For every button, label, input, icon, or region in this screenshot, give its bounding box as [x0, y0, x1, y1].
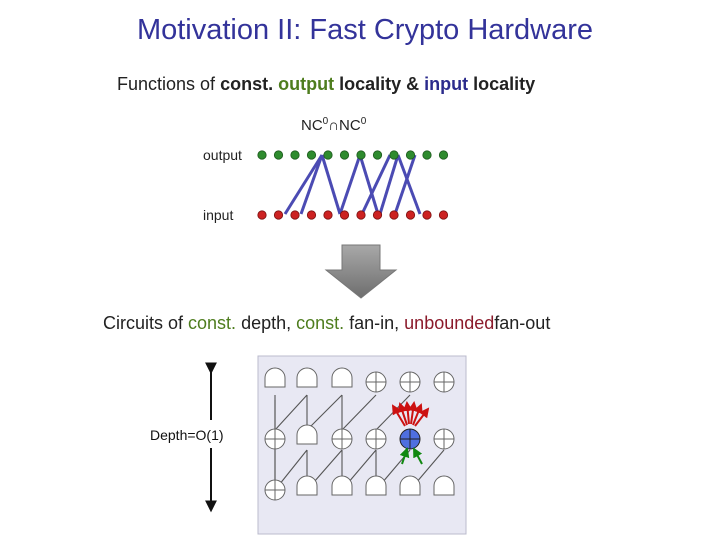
subtitle-amp: & — [406, 74, 420, 94]
edge — [283, 154, 324, 215]
output-label: output — [203, 147, 242, 163]
input-node — [356, 210, 366, 220]
circuit-wire — [341, 394, 377, 431]
fanout-arrow — [414, 407, 430, 427]
input-node — [290, 210, 300, 220]
output-node — [389, 150, 399, 160]
circuit-caption: Circuits of const. depth, const. fan-in,… — [103, 313, 550, 334]
and-gate-icon — [365, 475, 387, 496]
circuit-panel — [257, 355, 467, 535]
subtitle-locality-2: locality — [473, 74, 536, 94]
circuit-gates — [264, 367, 455, 501]
input-nodes — [257, 210, 449, 220]
input-node — [339, 210, 350, 220]
output-node — [273, 150, 284, 160]
slide-title: Motivation II: Fast Crypto Hardware — [136, 14, 594, 46]
caption-unbounded: unbounded — [404, 313, 495, 333]
edge — [393, 154, 417, 215]
fan-in-arrows — [399, 447, 423, 465]
xor-gate-icon — [331, 428, 353, 450]
nc-sup-2: 0 — [360, 116, 367, 127]
intersection-symbol: ∩ — [328, 117, 340, 134]
input-node — [422, 210, 432, 220]
circuit-wire — [306, 394, 343, 431]
input-node — [257, 210, 267, 220]
output-node — [372, 150, 383, 160]
fanin-arrow — [413, 447, 423, 465]
edge — [396, 154, 422, 215]
edge — [360, 154, 392, 215]
fanin-arrow — [399, 447, 410, 465]
and-gate-icon — [264, 367, 286, 388]
edge — [378, 154, 400, 215]
and-gate-icon — [331, 475, 353, 496]
and-gate-icon — [296, 367, 318, 388]
output-node — [438, 150, 449, 160]
depth-label: Depth=O(1) — [150, 427, 224, 443]
subtitle-prefix: Functions of — [117, 74, 221, 94]
fanout-arrow — [391, 404, 406, 427]
caption-const-1: const. — [188, 313, 237, 333]
edge — [320, 154, 342, 215]
output-nodes — [257, 150, 449, 160]
and-gate-icon — [433, 475, 455, 496]
subtitle-output: output — [278, 74, 335, 94]
and-gate-icon — [296, 475, 318, 496]
output-node — [422, 150, 432, 160]
input-node — [372, 210, 383, 220]
output-node — [323, 150, 333, 160]
circuit-wire — [274, 394, 308, 431]
input-label: input — [203, 207, 234, 223]
nc-text: NC — [301, 117, 323, 134]
input-node — [323, 210, 333, 220]
subtitle-const: const. — [220, 74, 274, 94]
output-node — [306, 150, 317, 160]
and-gate-icon — [331, 367, 353, 388]
locality-edges — [283, 154, 422, 215]
caption-suffix: fan-out — [494, 313, 551, 333]
complexity-class-label: NC0∩NC0 — [301, 116, 366, 134]
input-node — [438, 210, 449, 220]
edge — [299, 154, 324, 215]
subtitle-locality-1: locality — [339, 74, 402, 94]
xor-gate-icon — [264, 479, 286, 501]
fanout-arrow — [402, 401, 413, 425]
subtitle: Functions of const. output locality & in… — [117, 74, 535, 95]
xor-gate-icon — [365, 371, 387, 393]
output-node — [405, 150, 416, 160]
caption-mid-2: fan-in, — [344, 313, 405, 333]
input-node — [306, 210, 317, 220]
down-arrow-icon — [324, 244, 398, 299]
output-node — [290, 150, 300, 160]
fanout-arrow — [397, 402, 408, 426]
subtitle-input: input — [424, 74, 469, 94]
and-gate-icon — [399, 475, 421, 496]
caption-const-2: const. — [296, 313, 345, 333]
edge — [338, 154, 362, 215]
input-node — [405, 210, 416, 220]
xor-gate-icon — [399, 371, 421, 393]
xor-gate-icon — [264, 428, 286, 450]
xor-gate-icon — [433, 428, 455, 450]
xor-gate-icon — [365, 428, 387, 450]
xor-gate-icon — [433, 371, 455, 393]
input-node — [273, 210, 284, 220]
output-node — [339, 150, 350, 160]
edge — [358, 154, 380, 215]
output-node — [356, 150, 366, 160]
nc-sup: 0 — [322, 116, 329, 127]
fan-out-arrows — [391, 401, 430, 427]
caption-prefix: Circuits of — [103, 313, 189, 333]
output-node — [257, 150, 267, 160]
nc-text-2: NC — [339, 117, 361, 134]
caption-mid-1: depth, — [236, 313, 297, 333]
input-node — [389, 210, 399, 220]
highlighted-xor-gate-icon — [399, 428, 421, 450]
and-gate-icon — [296, 424, 318, 445]
